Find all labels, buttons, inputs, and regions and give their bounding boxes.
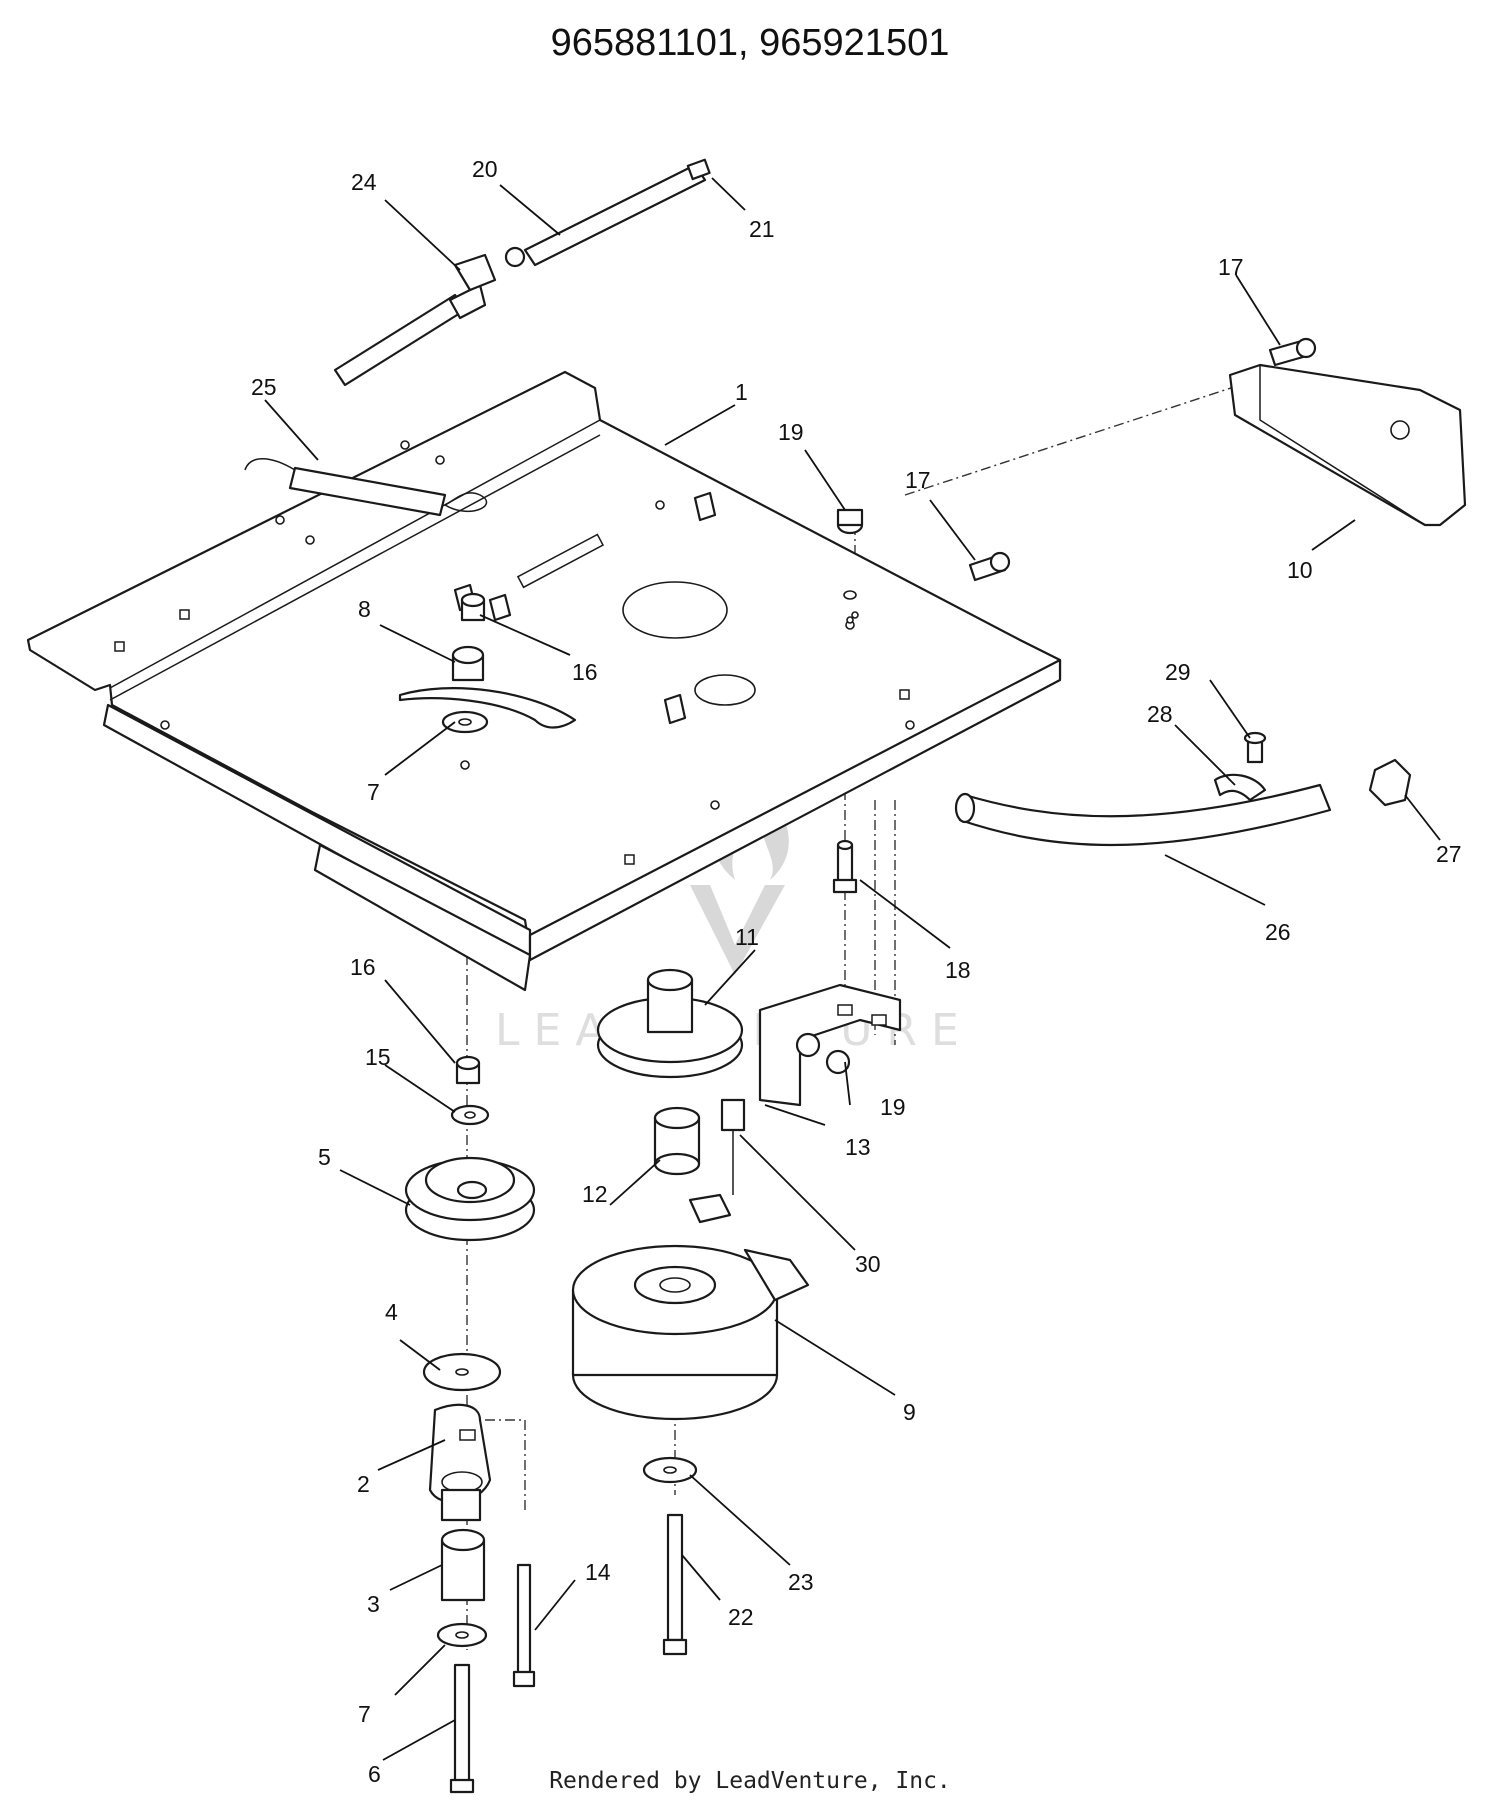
part-21-cap xyxy=(686,158,711,181)
part-14-bolt xyxy=(512,1563,536,1688)
part-10-bracket xyxy=(1228,363,1467,527)
callout-12: 12 xyxy=(582,1181,608,1207)
callout-19-lower: 19 xyxy=(880,1094,906,1120)
part-7-washer-upper xyxy=(441,710,489,734)
part-4-washer xyxy=(422,1352,502,1392)
callout-26: 26 xyxy=(1265,919,1291,945)
part-16-nut-lower xyxy=(455,1055,481,1085)
callout-14: 14 xyxy=(585,1559,611,1585)
callout-22: 22 xyxy=(728,1604,754,1630)
part-11-pulley xyxy=(596,968,744,1079)
part-1-deck-plate xyxy=(26,370,1062,992)
part-17-bolt-lower xyxy=(968,551,1011,582)
part-7-washer-lower xyxy=(436,1622,488,1648)
callout-25: 25 xyxy=(251,374,277,400)
callout-24: 24 xyxy=(351,169,377,195)
part-15-washer xyxy=(450,1104,490,1126)
callout-7-upper: 7 xyxy=(367,779,380,805)
callout-2: 2 xyxy=(357,1471,370,1497)
part-26-hose xyxy=(954,783,1332,847)
callout-4: 4 xyxy=(385,1299,398,1325)
callout-19-upper: 19 xyxy=(778,419,804,445)
part-13-bracket xyxy=(758,983,902,1107)
callout-28: 28 xyxy=(1147,701,1173,727)
callout-9: 9 xyxy=(903,1399,916,1425)
part-18-bolt xyxy=(832,839,858,894)
part-20-rod xyxy=(504,163,707,268)
callout-16-lower: 16 xyxy=(350,954,376,980)
part-5-idler-pulley xyxy=(404,1156,536,1242)
part-30-connector xyxy=(720,1098,746,1195)
callout-6: 6 xyxy=(368,1761,381,1787)
callout-29: 29 xyxy=(1165,659,1191,685)
part-6-bolt xyxy=(449,1663,475,1794)
callout-20: 20 xyxy=(472,156,498,182)
part-16-nut-upper xyxy=(460,592,486,622)
part-27-cap xyxy=(1368,758,1412,807)
callout-1: 1 xyxy=(735,379,748,405)
callout-15: 15 xyxy=(365,1044,391,1070)
diagram-title: 965881101, 965921501 xyxy=(550,22,950,64)
callout-5: 5 xyxy=(318,1144,331,1170)
callout-23: 23 xyxy=(788,1569,814,1595)
callout-30: 30 xyxy=(855,1251,881,1277)
part-23-washer xyxy=(642,1456,698,1484)
callout-17-lower: 17 xyxy=(905,467,931,493)
part-19-nut-upper xyxy=(836,508,864,600)
part-28-clamp xyxy=(1213,773,1267,802)
part-8-nut xyxy=(451,645,485,682)
part-24-rod-handle xyxy=(333,253,497,387)
callout-3: 3 xyxy=(367,1591,380,1617)
part-25-spring xyxy=(244,458,488,517)
callout-11: 11 xyxy=(735,924,759,950)
part-19-nuts-lower xyxy=(795,1032,851,1075)
callout-17-upper: 17 xyxy=(1218,254,1244,280)
part-3-bushing xyxy=(440,1528,486,1602)
callout-16-upper: 16 xyxy=(572,659,598,685)
callout-labels: 24 20 21 17 25 1 19 17 10 8 16 7 29 28 2… xyxy=(251,156,1462,1787)
leader-lines xyxy=(264,177,1441,1761)
part-9-clutch xyxy=(571,1193,810,1421)
footer-credit: Rendered by LeadVenture, Inc. xyxy=(549,1768,951,1794)
callout-10: 10 xyxy=(1287,557,1313,583)
callout-8: 8 xyxy=(358,596,371,622)
callout-7-lower: 7 xyxy=(358,1701,371,1727)
callout-13: 13 xyxy=(845,1134,871,1160)
part-2-idler-arm xyxy=(428,1403,492,1522)
part-29-screw xyxy=(1243,731,1267,764)
part-12-spacer xyxy=(653,1106,701,1176)
callout-27: 27 xyxy=(1436,841,1462,867)
part-22-bolt xyxy=(662,1513,688,1656)
callout-21: 21 xyxy=(749,216,775,242)
callout-18: 18 xyxy=(945,957,971,983)
part-17-bolt-upper xyxy=(1268,337,1317,367)
